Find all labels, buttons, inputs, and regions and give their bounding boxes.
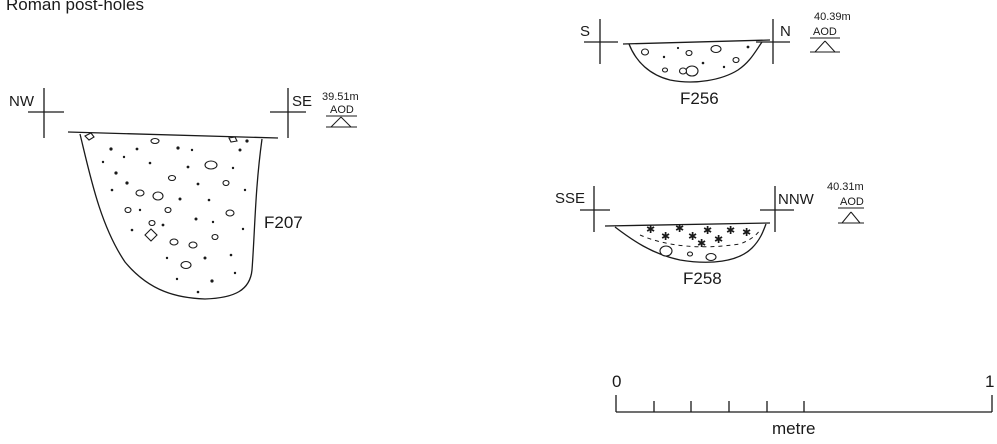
feature-label-f256: F256: [680, 89, 719, 108]
svg-text:✱: ✱: [675, 223, 684, 235]
ground-line-f258: [604, 222, 771, 227]
section-f207: NW SE 39.51m AOD: [9, 88, 359, 300]
datum-label-f207: AOD: [330, 104, 354, 116]
datum-symbol-f256: [810, 37, 840, 53]
fill-inclusions-f207: [84, 132, 238, 270]
direction-label-nw: NW: [9, 93, 35, 110]
feature-label-f258: F258: [683, 269, 722, 288]
profile-f207: [79, 133, 263, 300]
feature-label-f207: F207: [264, 213, 303, 232]
level-label-f256: 40.39m: [814, 11, 851, 23]
datum-symbol-f258: [838, 207, 864, 224]
datum-marker-s: [584, 19, 618, 64]
fill-dots-f207: [101, 139, 249, 294]
layer-boundary-f258: [639, 229, 761, 248]
svg-text:✱: ✱: [726, 225, 735, 237]
svg-text:✱: ✱: [646, 224, 655, 236]
scale-unit-label: metre: [772, 419, 815, 438]
direction-label-s: S: [580, 23, 590, 40]
svg-text:✱: ✱: [661, 231, 670, 243]
scale-end-label: 1: [985, 372, 994, 391]
datum-marker-se: [270, 88, 306, 138]
level-label-f258: 40.31m: [827, 181, 864, 193]
datum-marker-nnw: [760, 186, 794, 232]
svg-text:✱: ✱: [688, 231, 697, 243]
scale-start-label: 0: [612, 372, 621, 391]
fill-dots-f256: [662, 45, 750, 69]
datum-symbol-f207: [326, 115, 357, 128]
svg-text:✱: ✱: [697, 238, 706, 250]
datum-marker-nw: [28, 88, 64, 138]
profile-f256: [628, 41, 763, 83]
direction-label-n: N: [780, 23, 791, 40]
profile-f258: [614, 223, 767, 263]
section-f258: SSE NNW 40.31m AOD ✱ ✱ ✱ ✱ ✱ ✱ ✱ ✱ ✱: [555, 181, 864, 288]
svg-text:✱: ✱: [714, 234, 723, 246]
datum-marker-sse: [580, 186, 610, 232]
datum-label-f258: AOD: [840, 196, 864, 208]
ground-line-f207: [67, 131, 279, 139]
fill-inclusions-f258: ✱ ✱ ✱ ✱ ✱ ✱ ✱ ✱ ✱: [646, 223, 751, 262]
svg-text:✱: ✱: [703, 225, 712, 237]
level-label-f207: 39.51m: [322, 91, 359, 103]
fill-inclusions-f256: [640, 44, 740, 77]
svg-text:✱: ✱: [742, 227, 751, 239]
section-f256: S N 40.39m AOD: [580, 11, 851, 108]
direction-label-sse: SSE: [555, 190, 585, 207]
figure-title: Roman post-holes: [6, 0, 144, 14]
direction-label-nnw: NNW: [778, 191, 815, 208]
direction-label-se: SE: [292, 93, 312, 110]
scale-bar: 0 1 metre: [612, 372, 994, 438]
datum-label-f256: AOD: [813, 26, 837, 38]
ground-line-f256: [622, 39, 771, 45]
